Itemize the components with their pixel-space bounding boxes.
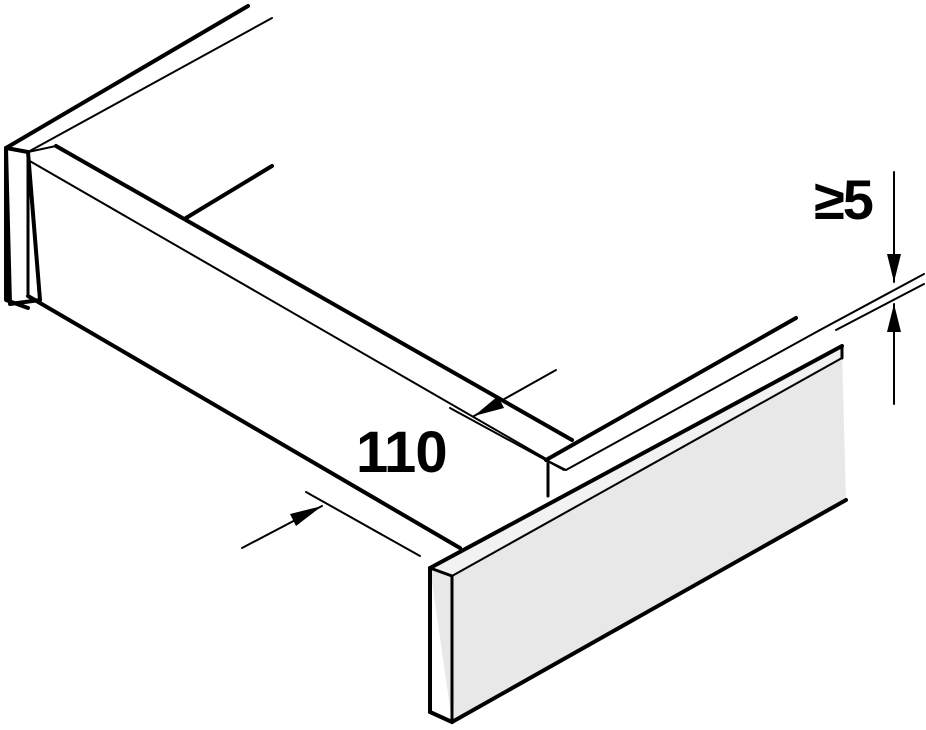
arrowhead-110-right	[474, 396, 504, 416]
front-panel	[428, 344, 848, 724]
arrowhead-110-left	[290, 506, 322, 526]
side-panel-top	[27, 144, 574, 461]
side-panel-end-block	[4, 4, 273, 310]
side-panel-face	[26, 158, 550, 550]
arrowhead-gap-down	[887, 254, 901, 282]
arrowhead-gap-up	[887, 304, 901, 332]
dimension-110-label: 110	[356, 420, 448, 485]
dimension-min-gap-label: ≥5	[814, 168, 874, 231]
dimension-arrowheads	[290, 254, 901, 526]
